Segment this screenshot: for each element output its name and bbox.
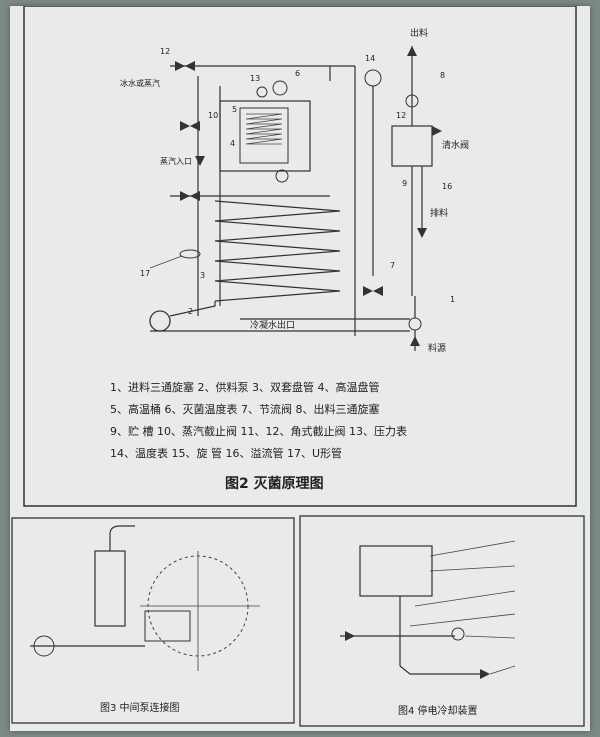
- legend-line-3: 9、贮 槽 10、蒸汽截止阀 11、12、角式截止阀 13、压力表: [110, 424, 407, 438]
- gauge-fig4: [451, 627, 465, 641]
- outlet-arrow: [407, 46, 417, 56]
- double-jacket-coil: [214, 200, 341, 302]
- label-14: 14: [365, 54, 375, 63]
- label-17: 17: [140, 269, 150, 278]
- label-cold-out: 冷凝水出口: [250, 319, 295, 331]
- label-9: 9: [402, 179, 407, 188]
- label-12b: 12: [396, 111, 406, 120]
- valve-12-right: [185, 61, 195, 71]
- u-tube-leader: [149, 255, 183, 269]
- supply-pump: [149, 310, 171, 332]
- leader-6: [489, 665, 516, 675]
- motor-body: [94, 550, 126, 627]
- storage-tank: [391, 125, 433, 167]
- high-temp-drum: [359, 545, 433, 597]
- leader-3: [414, 590, 516, 607]
- u-tube: [179, 249, 201, 259]
- valve-12-left: [175, 61, 185, 71]
- leader-1: [429, 540, 516, 557]
- label-steam-in: 蒸汽入口: [160, 156, 192, 166]
- clear-water-valve: [432, 126, 442, 136]
- figure-4-caption: 图4 停电冷却装置: [398, 704, 478, 717]
- sterilizing-thermometer: [272, 80, 288, 96]
- document-page: 12 10 13 6 5 4 14 8 12 9 16 17 3 7 2 1 出…: [10, 6, 590, 731]
- water-valve-a: [345, 631, 355, 641]
- throttle-valve-a: [363, 286, 373, 296]
- leader-2: [429, 565, 516, 572]
- bottom-out-pipe: [399, 665, 485, 675]
- label-2: 2: [188, 307, 193, 316]
- legend-line-1: 1、进料三通旋塞 2、供料泵 3、双套盘管 4、高温盘管: [110, 380, 379, 394]
- label-inlet: 料源: [428, 342, 446, 354]
- discharge-arrow: [417, 228, 427, 238]
- high-temp-coil: [245, 113, 283, 145]
- leader-4: [409, 613, 516, 627]
- legend-line-2: 5、高温桶 6、灭菌温度表 7、节流阀 8、出料三通旋塞: [110, 402, 379, 416]
- figure-2-caption: 图2 灭菌原理图: [225, 475, 324, 492]
- figure-4-frame: [299, 515, 585, 727]
- figure-2-frame: [23, 6, 577, 507]
- label-clear-valve: 清水阀: [442, 139, 469, 151]
- figure-3-frame: [11, 517, 295, 724]
- inlet-arrow: [410, 336, 420, 346]
- coil-box: [239, 107, 289, 164]
- label-6: 6: [295, 69, 300, 78]
- valve-10-steam: [195, 156, 205, 166]
- inlet-three-way-cock: [408, 317, 422, 331]
- throttle-valve-b: [373, 286, 383, 296]
- temperature-gauge: [364, 69, 382, 87]
- schematic-canvas: 12 10 13 6 5 4 14 8 12 9 16 17 3 7 2 1 出…: [11, 6, 585, 727]
- label-ice-water: 冰水或蒸汽: [120, 78, 160, 88]
- high-temp-tank: [219, 100, 311, 172]
- motor-pipe: [109, 525, 135, 551]
- lower-gauge: [275, 169, 289, 183]
- label-1: 1: [450, 295, 455, 304]
- pump-outlet: [169, 301, 216, 317]
- label-13: 13: [250, 74, 260, 83]
- label-12a: 12: [160, 47, 170, 56]
- leader-5: [464, 635, 516, 639]
- label-8: 8: [440, 71, 445, 80]
- pressure-gauge: [256, 86, 268, 98]
- drain-valve: [480, 669, 490, 679]
- label-3: 3: [200, 271, 205, 280]
- label-discharge: 排料: [430, 207, 448, 219]
- valve-10b: [190, 121, 200, 131]
- label-16: 16: [442, 182, 452, 191]
- label-5: 5: [232, 105, 237, 114]
- pump-housing: [144, 610, 191, 642]
- legend-line-4: 14、温度表 15、旋 管 16、溢流管 17、U形管: [110, 446, 342, 460]
- label-outlet: 出料: [410, 27, 428, 39]
- label-7: 7: [390, 261, 395, 270]
- outlet-three-way-cock: [405, 94, 419, 108]
- figure-3-caption: 图3 中间泵连接图: [100, 701, 180, 714]
- label-10: 10: [208, 111, 218, 120]
- label-4: 4: [230, 139, 235, 148]
- valve-10a: [180, 121, 190, 131]
